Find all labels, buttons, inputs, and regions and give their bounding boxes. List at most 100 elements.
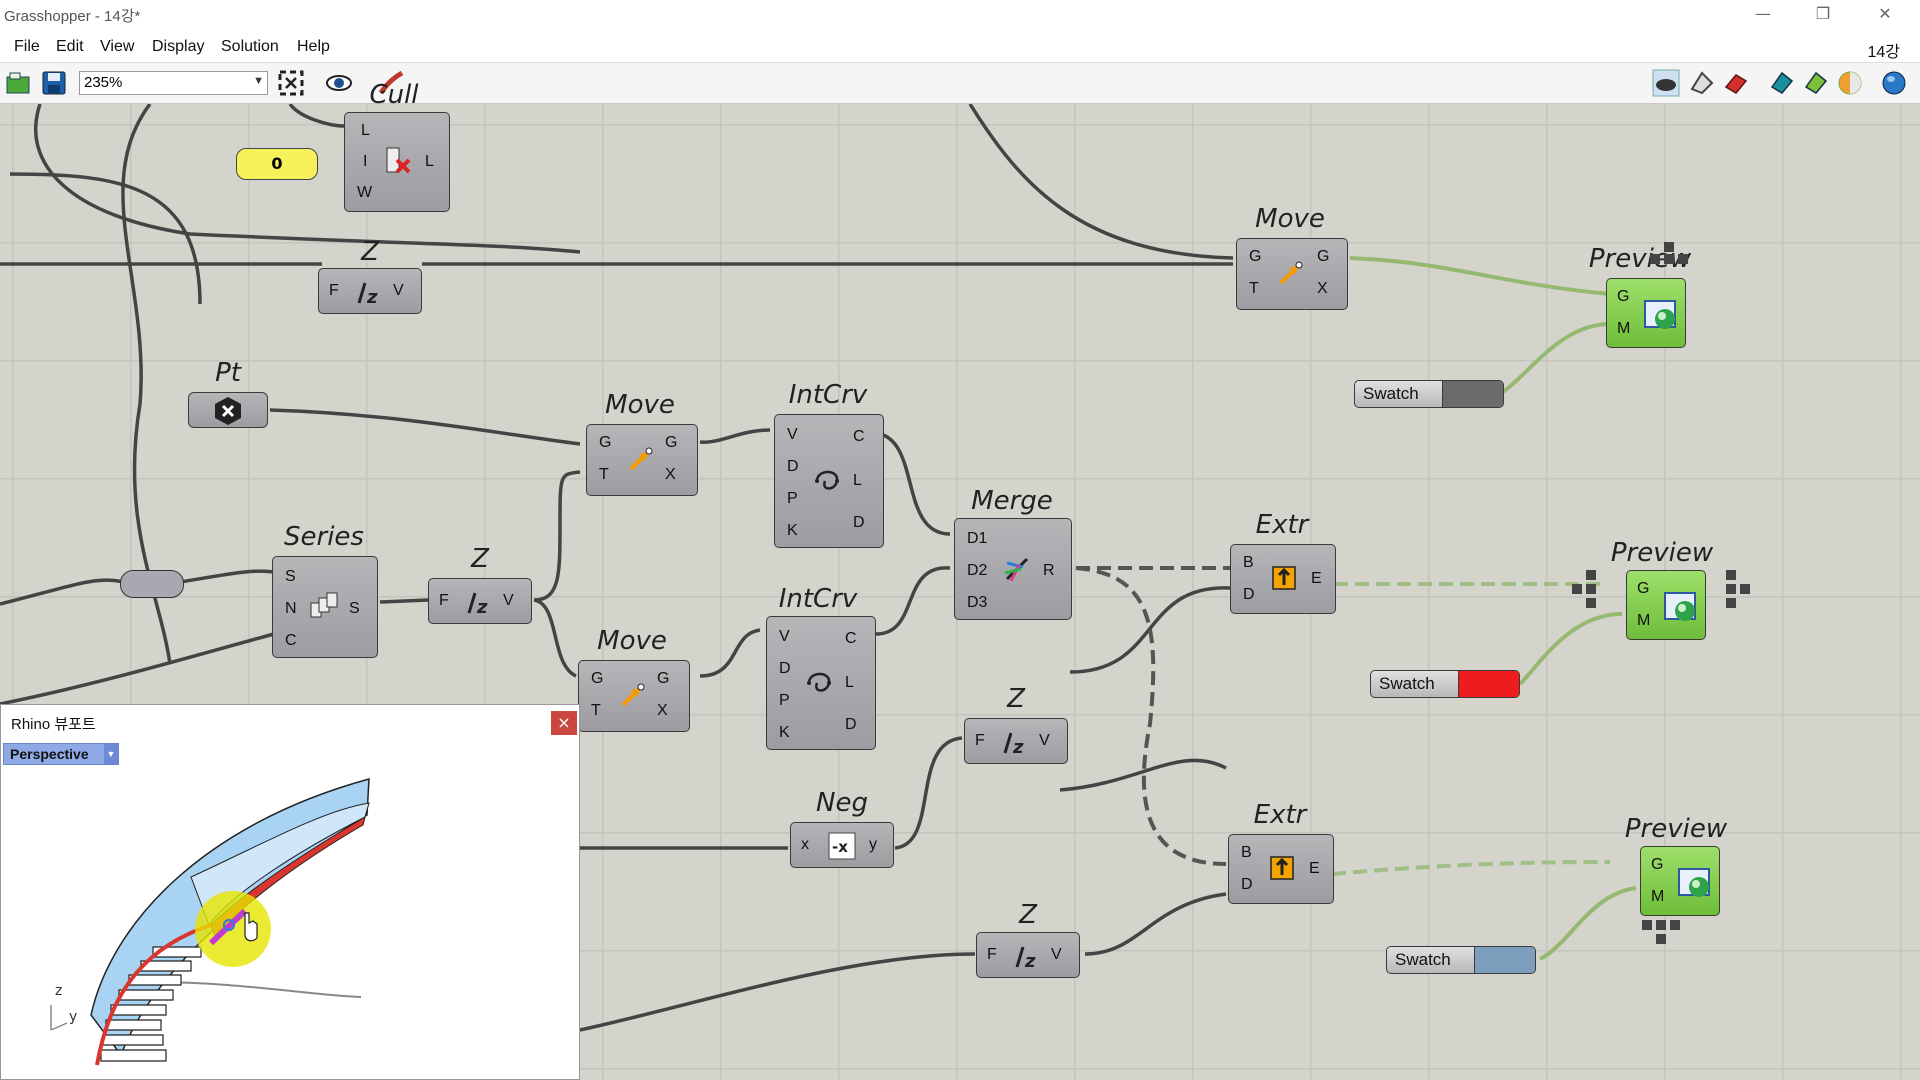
port-label: T — [1249, 280, 1259, 297]
sphere-settings-icon[interactable] — [1880, 69, 1908, 97]
preview-selected-icon[interactable] — [1768, 69, 1796, 97]
point-param[interactable] — [188, 392, 268, 428]
custom-preview-component[interactable]: G M — [1606, 278, 1686, 348]
move-component[interactable]: G T G X — [1236, 238, 1348, 310]
cull-icon — [386, 147, 411, 174]
swatch-color — [1458, 671, 1519, 697]
port-label: V — [787, 426, 798, 443]
display-wireframe-icon[interactable] — [1652, 69, 1680, 97]
port-label: D — [1241, 876, 1253, 893]
move-title: Move — [1255, 204, 1325, 234]
custom-preview-component[interactable]: G M — [1626, 570, 1706, 640]
view-selector[interactable]: Perspective▼ — [3, 743, 119, 765]
slider-handle[interactable] — [120, 570, 184, 598]
viewport-3d-scene[interactable]: z y — [1, 765, 579, 1079]
menu-solution[interactable]: Solution — [221, 38, 279, 55]
unit-z-component[interactable]: F V z — [964, 718, 1068, 764]
merge-icon — [1004, 557, 1029, 582]
port-label: F — [987, 946, 997, 963]
port-label: I — [363, 153, 368, 170]
point-icon — [215, 397, 241, 425]
display-shaded-icon[interactable] — [1722, 69, 1750, 97]
rhino-viewport-panel[interactable]: Rhino 뷰포트 × Perspective▼ z y — [0, 704, 580, 1080]
port-label: M — [1637, 612, 1651, 629]
menu-view[interactable]: View — [100, 38, 135, 55]
component-zoom-controls-icon[interactable] — [1638, 918, 1684, 952]
restore-button[interactable]: ❐ — [1815, 4, 1831, 23]
number-slider[interactable]: 0 — [236, 148, 318, 180]
unit-z-component[interactable]: F V z — [976, 932, 1080, 978]
port-label: X — [657, 702, 668, 719]
port-label: D2 — [967, 562, 988, 579]
port-label: C — [853, 428, 865, 445]
swatch-component[interactable]: Swatch — [1370, 670, 1520, 698]
move-component[interactable]: G T G X — [578, 660, 690, 732]
cull-title: Cull — [369, 80, 419, 110]
extrude-icon — [1270, 856, 1294, 880]
port-label: G — [1317, 248, 1330, 265]
port-label: M — [1651, 888, 1665, 905]
window-title: Grasshopper - 14강* — [4, 8, 141, 25]
chevron-down-icon: ▼ — [104, 744, 118, 764]
svg-text:z: z — [1012, 737, 1024, 757]
custom-preview-component[interactable]: G M — [1640, 846, 1720, 916]
series-component[interactable]: S N C S — [272, 556, 378, 658]
menu-edit[interactable]: Edit — [56, 38, 84, 55]
preview-icon — [1644, 300, 1676, 329]
sketch-pen-icon[interactable] — [377, 69, 405, 97]
extr-title: Extr — [1253, 800, 1307, 830]
component-zoom-controls-icon[interactable] — [1646, 240, 1692, 276]
shaded-sphere-icon[interactable] — [1836, 69, 1864, 97]
merge-component[interactable]: D1 D2 D3 R — [954, 518, 1072, 620]
swatch-component[interactable]: Swatch — [1386, 946, 1536, 974]
move-arrow-icon — [629, 447, 653, 471]
z-title: Z — [1007, 684, 1025, 714]
close-button[interactable]: ✕ — [1878, 4, 1892, 23]
port-label: M — [1617, 320, 1631, 337]
z-title: Z — [361, 237, 379, 267]
unit-z-icon: z — [467, 592, 488, 617]
component-zoom-controls-icon[interactable] — [1570, 568, 1600, 612]
intcrv-title: IntCrv — [788, 380, 868, 410]
open-file-icon[interactable] — [4, 69, 32, 97]
z-title: Z — [471, 544, 489, 574]
cull-component[interactable]: L I W L — [344, 112, 450, 212]
port-label: D — [853, 514, 865, 531]
minimize-button[interactable]: — — [1755, 4, 1771, 23]
port-label: R — [1043, 562, 1055, 579]
port-label: D — [845, 716, 857, 733]
extrude-component[interactable]: B D E — [1228, 834, 1334, 904]
preview-material-icon[interactable] — [1802, 69, 1830, 97]
display-mesh-icon[interactable] — [1688, 69, 1716, 97]
swatch-color — [1474, 947, 1535, 973]
port-label: D — [787, 458, 799, 475]
save-icon[interactable] — [40, 69, 68, 97]
move-component[interactable]: G T G X — [586, 424, 698, 496]
negative-component[interactable]: x y -x — [790, 822, 894, 868]
preview-eye-icon[interactable] — [325, 69, 353, 97]
axis-z-label: z — [55, 983, 62, 999]
swatch-component[interactable]: Swatch — [1354, 380, 1504, 408]
zoom-extents-icon[interactable] — [277, 69, 305, 97]
viewport-close-button[interactable]: × — [551, 711, 577, 735]
preview-icon — [1678, 868, 1710, 897]
port-label: W — [357, 184, 373, 201]
port-label: L — [361, 122, 370, 139]
component-zoom-controls-icon[interactable] — [1722, 568, 1752, 612]
port-label: G — [657, 670, 670, 687]
menu-help[interactable]: Help — [297, 38, 330, 55]
port-label: P — [779, 692, 790, 709]
interpolate-curve-component[interactable]: V D P K C L D — [766, 616, 876, 750]
menu-display[interactable]: Display — [152, 38, 205, 55]
port-label: F — [329, 282, 339, 299]
extrude-component[interactable]: B D E — [1230, 544, 1336, 614]
unit-z-component[interactable]: F V z — [428, 578, 532, 624]
axis-y-label: y — [69, 1009, 77, 1025]
port-label: F — [975, 732, 985, 749]
zoom-select[interactable]: 235%▼ — [79, 71, 268, 95]
interpolate-curve-component[interactable]: V D P K C L D — [774, 414, 884, 548]
port-label: C — [285, 632, 297, 649]
port-label: V — [1039, 732, 1050, 749]
menu-file[interactable]: File — [14, 38, 40, 55]
unit-z-component[interactable]: F V z — [318, 268, 422, 314]
